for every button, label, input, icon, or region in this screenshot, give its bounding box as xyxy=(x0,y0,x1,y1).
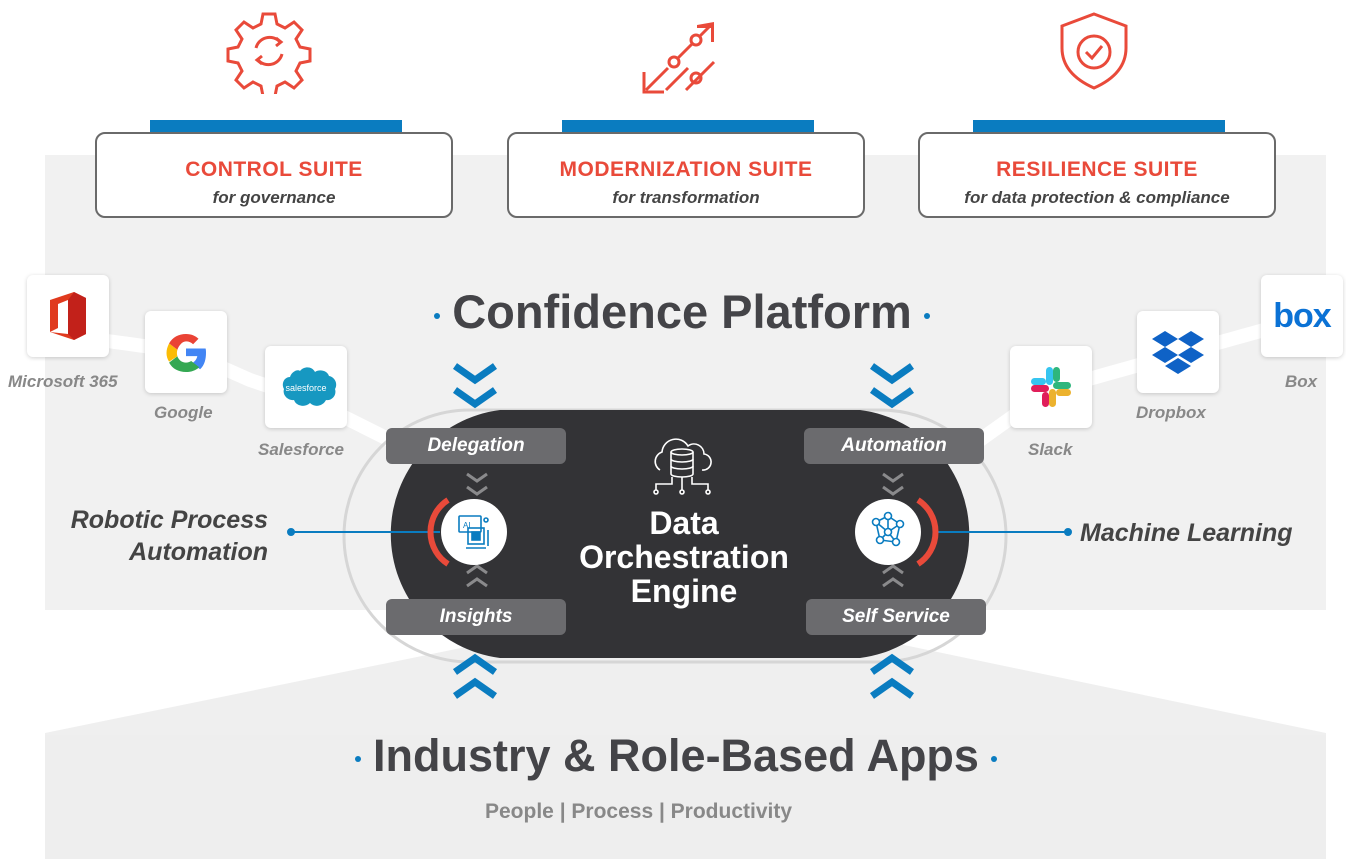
up-chevrons-right xyxy=(869,653,915,699)
control-suite-bar xyxy=(150,120,402,132)
salesforce-label: Salesforce xyxy=(258,440,344,459)
modernization-suite-subtitle: for transformation xyxy=(612,188,760,207)
dot-icon xyxy=(434,312,441,319)
dropbox-icon xyxy=(1152,331,1204,374)
platform-band xyxy=(45,155,1326,610)
platform-title: Confidence Platform xyxy=(396,284,968,339)
dot-icon xyxy=(355,756,362,763)
shield-check-icon xyxy=(1060,12,1128,90)
engine-outline xyxy=(342,408,1008,664)
rpa-label-line: Automation xyxy=(129,538,268,566)
engine-title: Data Orchestration Engine xyxy=(560,506,808,608)
rpa-red-arc xyxy=(427,497,450,567)
google-label: Google xyxy=(154,403,213,422)
engine-title-line: Orchestration xyxy=(579,539,789,575)
up-chevrons-left xyxy=(452,653,498,699)
down-chevrons-left xyxy=(452,363,498,409)
salesforce-icon: salesforce xyxy=(282,367,337,406)
inner-chevrons-right xyxy=(882,472,904,588)
slack-label: Slack xyxy=(1028,440,1073,459)
microsoft-365-label: Microsoft 365 xyxy=(8,372,118,391)
dot-icon xyxy=(990,756,997,763)
dot-icon xyxy=(923,312,930,319)
microsoft-365-tile[interactable] xyxy=(27,275,109,357)
box-label: Box xyxy=(1285,372,1318,391)
resilience-suite-bar xyxy=(973,120,1225,132)
rpa-label-line: Robotic Process xyxy=(70,506,268,534)
gear-sync-icon xyxy=(226,12,312,94)
automation-label[interactable]: Automation xyxy=(804,428,984,464)
insights-label[interactable]: Insights xyxy=(386,599,566,635)
apps-title-text: Industry & Role-Based Apps xyxy=(373,730,979,781)
salesforce-tile[interactable]: salesforce xyxy=(265,346,347,428)
office-icon xyxy=(50,292,86,340)
resilience-suite-title: RESILIENCE SUITE xyxy=(996,158,1198,181)
rpa-label: Robotic Process Automation xyxy=(30,504,268,568)
ml-red-arc xyxy=(916,497,939,567)
rpa-connector xyxy=(287,528,440,536)
cloud-database-icon xyxy=(653,438,712,495)
self-service-label[interactable]: Self Service xyxy=(806,599,986,635)
platform-title-text: Confidence Platform xyxy=(452,285,912,338)
ai-chip-icon xyxy=(458,515,489,549)
box-tile[interactable]: box xyxy=(1261,275,1343,357)
ml-label: Machine Learning xyxy=(1080,519,1293,547)
modernization-suite-bar xyxy=(562,120,814,132)
dropbox-tile[interactable] xyxy=(1137,311,1219,393)
slack-tile[interactable] xyxy=(1010,346,1092,428)
box-logo-text: box xyxy=(1273,296,1331,335)
slack-icon xyxy=(1031,367,1071,407)
ai-chip-text: AI xyxy=(463,521,471,530)
google-tile[interactable] xyxy=(145,311,227,393)
control-suite-subtitle: for governance xyxy=(212,188,336,207)
dropbox-label: Dropbox xyxy=(1136,403,1206,422)
inner-chevrons-left xyxy=(466,472,488,588)
transform-arrows-icon xyxy=(642,22,716,94)
engine-body xyxy=(390,410,970,658)
google-icon xyxy=(166,334,206,372)
apps-title: Industry & Role-Based Apps xyxy=(296,730,1056,782)
ml-connector xyxy=(935,528,1072,536)
resilience-suite-box[interactable]: RESILIENCE SUITE for data protection & c… xyxy=(918,132,1276,218)
apps-band-lower xyxy=(45,735,1326,859)
delegation-label[interactable]: Delegation xyxy=(386,428,566,464)
salesforce-logo-text: salesforce xyxy=(285,383,326,393)
neural-network-icon xyxy=(871,511,905,547)
modernization-suite-box[interactable]: MODERNIZATION SUITE for transformation xyxy=(507,132,865,218)
control-suite-title: CONTROL SUITE xyxy=(185,158,363,181)
control-suite-box[interactable]: CONTROL SUITE for governance xyxy=(95,132,453,218)
modernization-suite-title: MODERNIZATION SUITE xyxy=(559,158,813,181)
resilience-suite-subtitle: for data protection & compliance xyxy=(964,188,1230,207)
engine-title-line: Engine xyxy=(630,573,738,609)
apps-subtitle: People | Process | Productivity xyxy=(485,800,793,823)
engine-title-line: Data xyxy=(649,505,719,541)
down-chevrons-right xyxy=(869,363,915,409)
